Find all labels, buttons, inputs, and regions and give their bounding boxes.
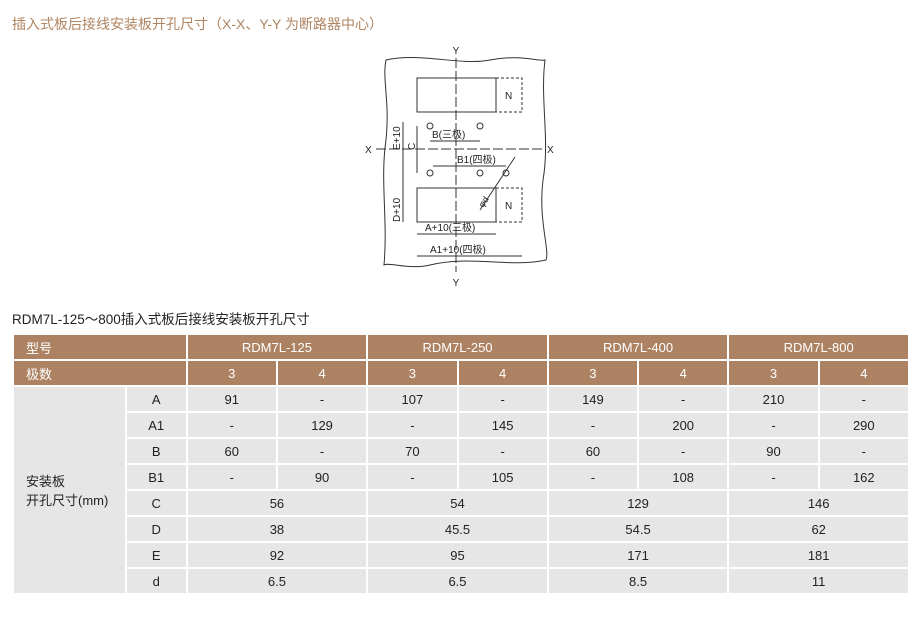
page-title: 插入式板后接线安装板开孔尺寸（X-X、Y-Y 为断路器中心） — [12, 16, 384, 32]
dimension-value: - — [637, 437, 730, 465]
dimension-value: 70 — [366, 437, 459, 465]
dimension-value: 92 — [185, 541, 369, 569]
dimension-value: 162 — [817, 463, 911, 491]
dimension-value: 149 — [546, 385, 640, 413]
dimension-value: - — [366, 463, 459, 491]
dimension-value: 129 — [546, 489, 730, 517]
model-name: RDM7L-250 — [366, 333, 549, 361]
dimension-value: 210 — [727, 385, 820, 413]
dimension-key: B — [124, 437, 188, 465]
table-row: B1-90-105-108-162 — [13, 463, 911, 491]
dimension-value: 11 — [727, 567, 910, 595]
dimension-value: 145 — [456, 411, 549, 439]
dimension-value: - — [637, 385, 730, 413]
pole-count: 3 — [185, 359, 278, 387]
pole-count: 4 — [817, 359, 911, 387]
dimension-value: 6.5 — [366, 567, 549, 595]
dimension-value: 181 — [727, 541, 910, 569]
y-axis-label-bottom: Y — [453, 278, 460, 289]
dimension-value: - — [456, 437, 549, 465]
x-axis-label-right: X — [547, 145, 554, 156]
dimension-value: 8.5 — [546, 567, 730, 595]
dimension-value: 60 — [546, 437, 640, 465]
dimension-value: - — [727, 463, 820, 491]
dimension-value: - — [546, 411, 640, 439]
model-header: 型号 — [12, 333, 188, 361]
pole-count: 3 — [546, 359, 640, 387]
dimension-value: 90 — [727, 437, 820, 465]
dimension-key: D — [124, 515, 188, 543]
group-label: 安装板 开孔尺寸(mm) — [12, 385, 127, 595]
dimension-value: - — [366, 411, 459, 439]
pole-count: 4 — [637, 359, 730, 387]
d-dimension: D+10 — [392, 197, 403, 222]
pole-count: 3 — [366, 359, 459, 387]
dimension-value: 129 — [275, 411, 369, 439]
e-dimension: E+10 — [392, 126, 403, 150]
dimension-value: 108 — [637, 463, 730, 491]
dimension-value: 171 — [546, 541, 730, 569]
dimension-value: 38 — [185, 515, 369, 543]
dimension-key: d — [124, 567, 188, 595]
dimension-value: 62 — [727, 515, 910, 543]
model-name: RDM7L-800 — [727, 333, 910, 361]
model-name: RDM7L-400 — [546, 333, 730, 361]
dimension-value: - — [727, 411, 820, 439]
dimension-key: A1 — [124, 411, 188, 439]
dimension-value: - — [185, 411, 278, 439]
c-dimension: C — [407, 143, 418, 150]
dimension-key: A — [124, 385, 188, 413]
dimension-value: - — [546, 463, 640, 491]
model-name: RDM7L-125 — [185, 333, 369, 361]
dimension-value: 105 — [456, 463, 549, 491]
dimension-value: 90 — [275, 463, 369, 491]
dimension-value: - — [817, 385, 911, 413]
dimension-value: 56 — [185, 489, 369, 517]
poles-header: 极数 — [12, 359, 188, 387]
pole-count: 4 — [456, 359, 549, 387]
dimension-value: 6.5 — [185, 567, 369, 595]
table-row: A1-129-145-200-290 — [13, 411, 911, 439]
dimension-key: E — [124, 541, 188, 569]
dimension-value: - — [817, 437, 911, 465]
x-axis-label-left: X — [365, 145, 372, 156]
table-title: RDM7L-125～800插入式板后接线安装板开孔尺寸 — [12, 312, 310, 327]
dimension-value: - — [275, 385, 369, 413]
dimension-value: - — [275, 437, 369, 465]
dimension-value: 45.5 — [366, 515, 549, 543]
b-dimension: B(三极) — [432, 128, 465, 141]
dimension-value: - — [456, 385, 549, 413]
neutral-label-top: N — [505, 91, 512, 102]
dimension-value: 146 — [727, 489, 910, 517]
dimension-value: 200 — [637, 411, 730, 439]
pole-count: 4 — [275, 359, 369, 387]
dimension-value: 60 — [185, 437, 278, 465]
a-dimension: A+10(三极) — [425, 221, 475, 234]
y-axis-label-top: Y — [453, 46, 460, 57]
dimension-value: 290 — [817, 411, 911, 439]
dimension-value: 54 — [366, 489, 549, 517]
cutout-diagram: Y Y X X N N B(三极) B1(四极) E+10 C D+10 φd … — [365, 46, 554, 289]
dimension-value: 95 — [366, 541, 549, 569]
dimension-value: 91 — [185, 385, 278, 413]
a1-dimension: A1+10(四极) — [430, 243, 486, 256]
dimension-value: 107 — [366, 385, 459, 413]
dimension-key: B1 — [124, 463, 188, 491]
pole-count: 3 — [727, 359, 820, 387]
dimension-value: 54.5 — [546, 515, 730, 543]
b1-dimension: B1(四极) — [457, 153, 496, 166]
dimension-value: - — [185, 463, 278, 491]
neutral-label-bottom: N — [505, 201, 512, 212]
dimension-key: C — [124, 489, 188, 517]
